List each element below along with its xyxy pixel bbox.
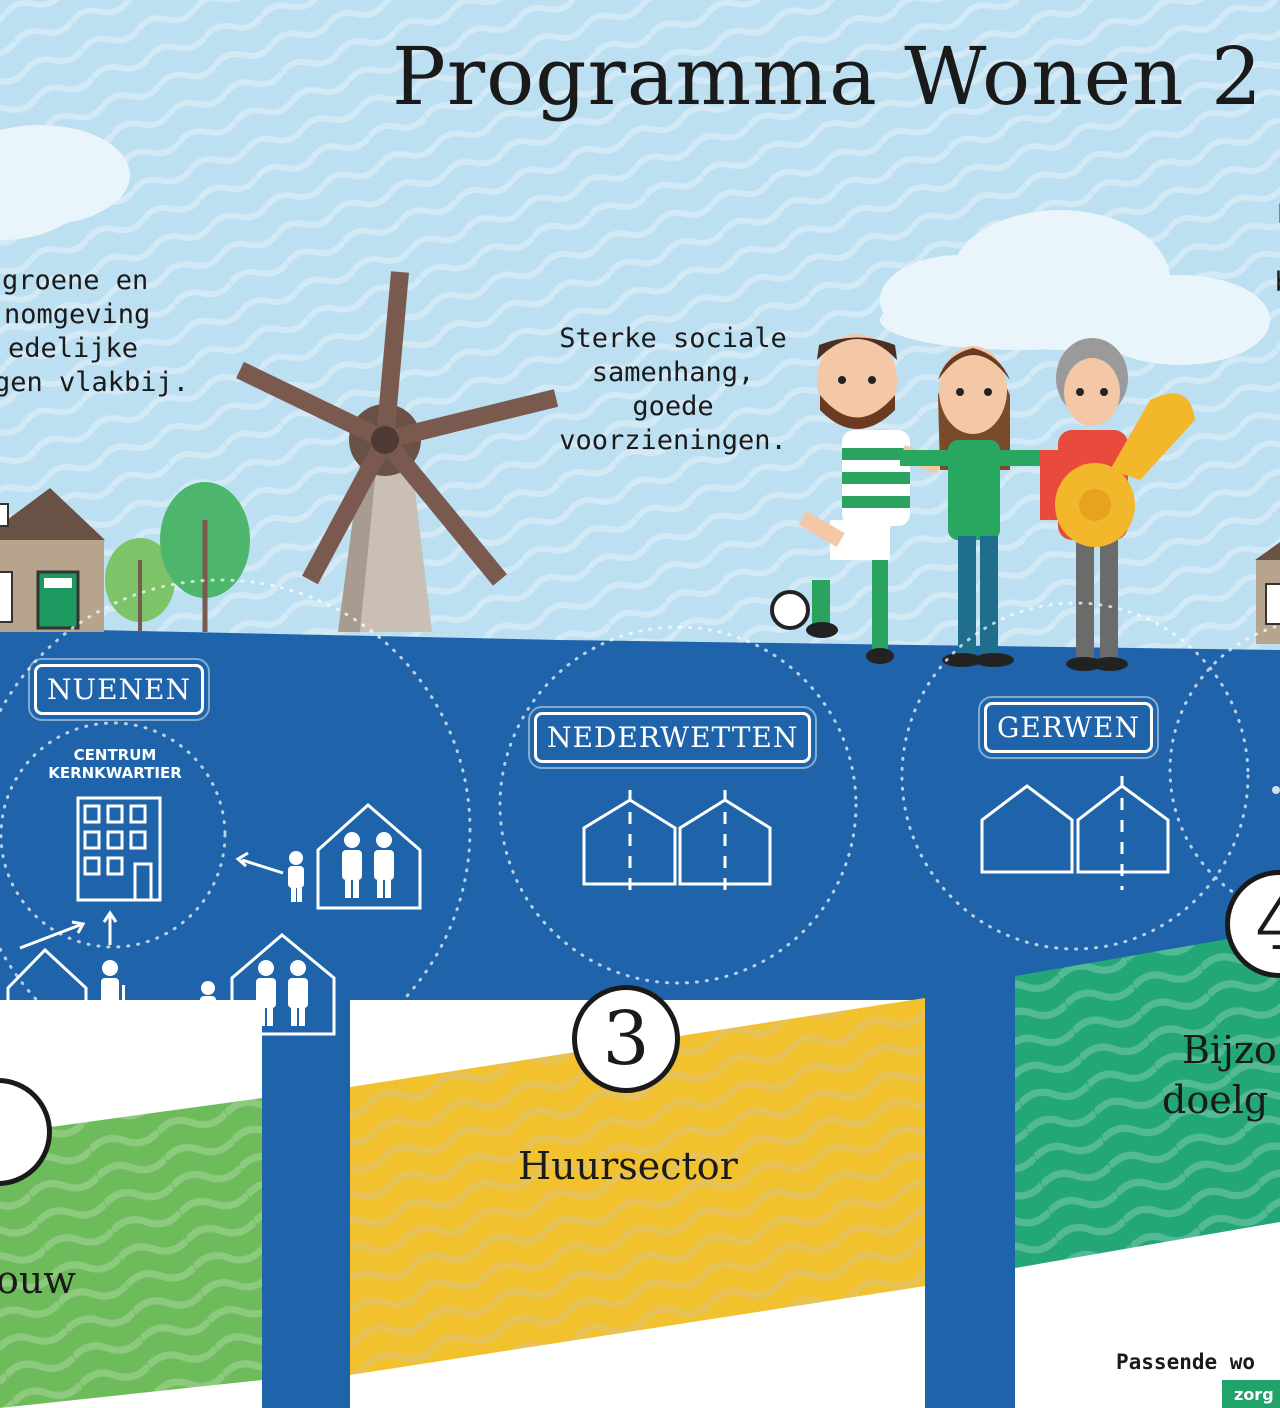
nuenen-people-icon [101,832,394,1032]
note-left-line-4: gen vlakbij. [0,367,190,398]
note-right-line-1: D [1196,198,1280,232]
pillar-label-bijzondere-line-1: Bijzo [1182,1028,1277,1072]
nederwetten-houses-icon [582,790,772,898]
centrum-line-1: CENTRUM [73,746,157,764]
note-middle-line-1: Sterke sociale [559,323,787,354]
note-middle-line-2: samenhang, [591,357,755,388]
kern-circles [0,578,1280,1082]
house-left-icon [0,488,105,632]
label-centrum-kernkwartier: CENTRUM KERNKWARTIER [20,746,210,782]
note-right-line-2: w [1196,232,1280,266]
label-nuenen: NUENEN [28,658,210,721]
pillar-label-nieuwbouw: ouw [0,1258,76,1302]
pillar-label-huursector: Huursector [518,1144,738,1188]
windmill-icon [236,271,559,632]
centrum-building-icon [76,796,162,902]
musician-icon [1040,338,1195,671]
note-left: groene en nomgeving edelijke gen vlakbij… [0,264,214,400]
note-left-line-3: edelijke [8,333,139,364]
note-right-line-5: betaa [1196,266,1280,300]
people-illustration [770,334,1195,671]
trees-icon [105,482,250,632]
house-right-icon [1255,542,1280,644]
zorg-badge: zorg [1222,1380,1280,1408]
note-left-line-2: nomgeving [4,299,151,330]
pillar-label-bijzondere-line-2: doelg [1162,1078,1269,1122]
footballer-icon [770,334,943,664]
label-gerwen: GERWEN [978,696,1159,759]
note-left-line-1: groene en [2,265,149,296]
note-middle: Sterke sociale samenhang, goede voorzien… [538,322,808,458]
gerwen-houses-icon [980,776,1170,890]
centrum-line-2: KERNKWARTIER [48,764,182,782]
label-nederwetten: NEDERWETTEN [527,706,818,769]
note-right: D w betaa [1196,198,1280,300]
nuenen-houses-icon [6,802,422,1073]
passende-text: Passende wo [1116,1350,1256,1374]
clouds [0,125,1270,365]
pillar-number-3: 3 [572,985,680,1093]
page-title: Programma Wonen 2 [392,30,1263,123]
woman-icon [900,346,1048,667]
note-middle-line-4: voorzieningen. [559,425,787,456]
note-middle-line-3: goede [632,391,714,422]
